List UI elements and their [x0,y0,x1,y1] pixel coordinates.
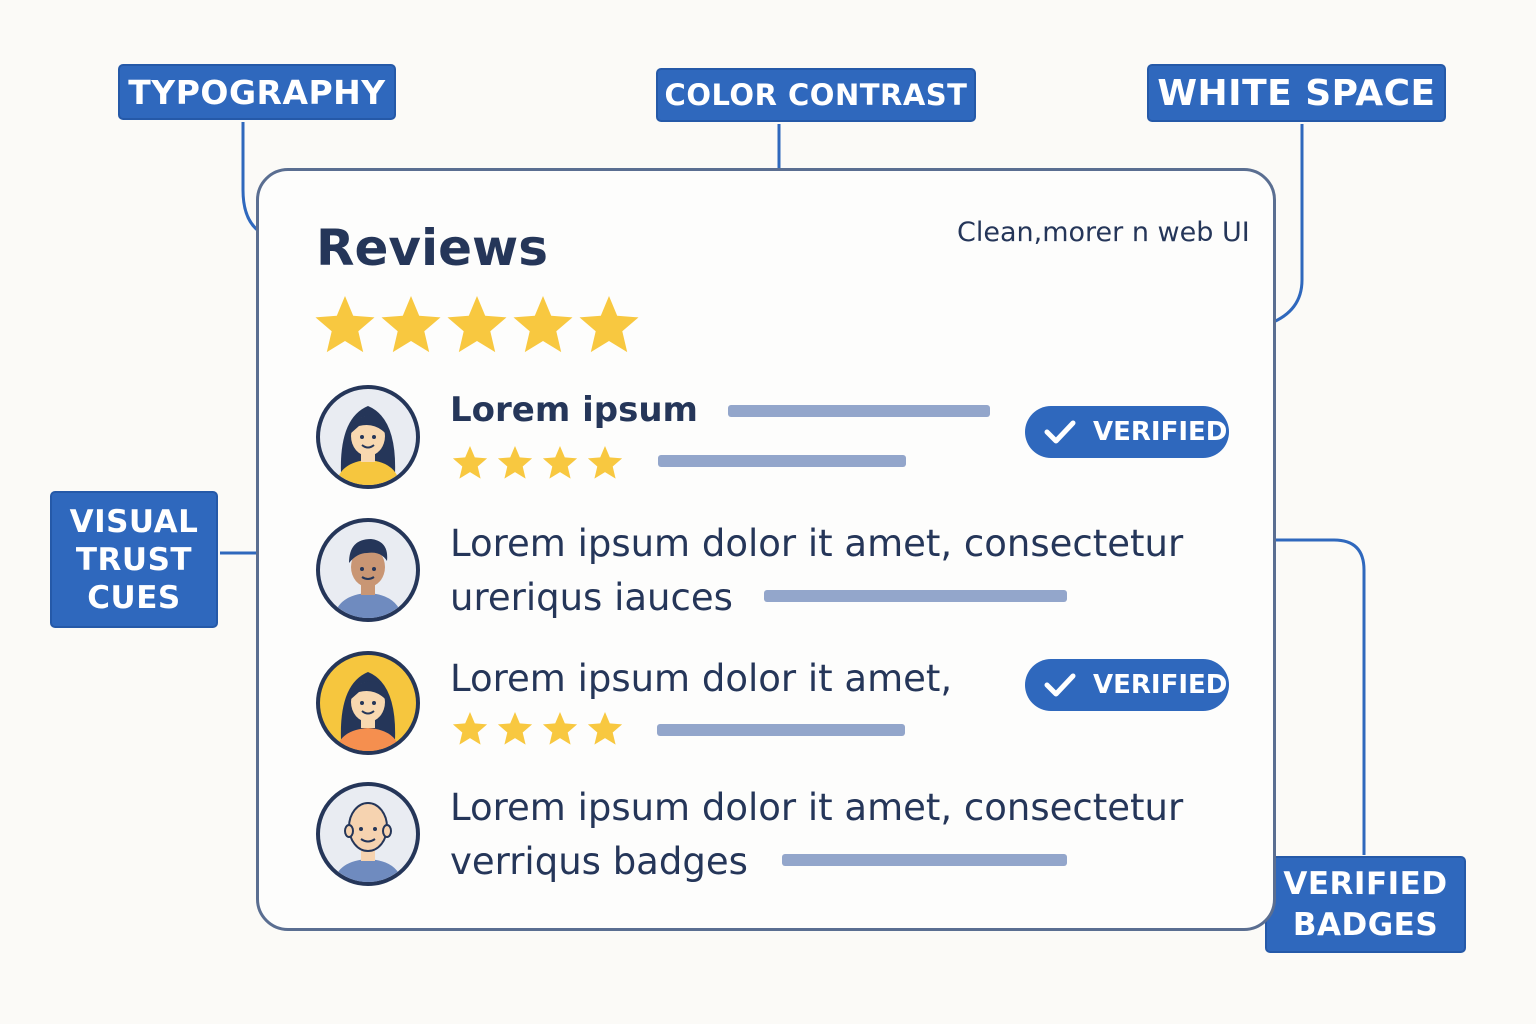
typography-callout: TYPOGRAPHY [118,64,396,120]
reviews-card [256,168,1276,931]
visual-trust-cues-line-1: VISUAL [69,503,199,540]
review-rating-star-2 [497,712,533,745]
card-tagline: Clean,morer n web UI [957,217,1250,248]
review-rating-star-3 [542,712,578,745]
review-rating-star-4 [587,446,623,479]
reviews-title: Reviews [316,219,549,277]
review-4-text-line-1: Lorem ipsum dolor it amet, consectetur [450,786,1184,829]
review-2-text-line-1: Lorem ipsum dolor it amet, consectetur [450,522,1184,565]
white-space-label: WHITE SPACE [1157,72,1436,114]
header-star-5 [579,296,639,353]
verified-badges-callout: VERIFIED BADGES [1265,856,1466,953]
review-2-placeholder-bar [764,590,1067,602]
header-star-1 [315,296,375,353]
verified-badge-label: VERIFIED [1093,670,1228,700]
review-1-placeholder-bar [728,405,990,417]
review-2-text-line-2: ureriqus iauces [450,576,733,619]
typography-label: TYPOGRAPHY [128,72,386,112]
color-contrast-label: COLOR CONTRAST [664,78,968,112]
review-rating-star-1 [452,446,488,479]
verified-badges-line-2: BADGES [1292,906,1439,943]
review-3-placeholder-bar [657,724,905,736]
review-3-text: Lorem ipsum dolor it amet, [450,657,953,700]
review-rating-star-4 [587,712,623,745]
checkmark-icon [1044,673,1076,697]
review-4-placeholder-bar [782,854,1067,866]
header-star-rating [315,296,639,353]
verified-badge: VERIFIED [1025,659,1229,711]
woman-avatar-icon [316,385,420,489]
review-4-text-line-2: verriqus badges [450,840,748,883]
verified-badges-line-1: VERIFIED [1283,865,1448,902]
header-star-2 [381,296,441,353]
verified-badge: VERIFIED [1025,406,1229,458]
visual-trust-cues-line-3: CUES [87,579,181,616]
review-3-star-rating [452,712,623,745]
header-star-3 [447,296,507,353]
review-rating-star-2 [497,446,533,479]
verified-badge-label: VERIFIED [1093,417,1228,447]
white-space-callout: WHITE SPACE [1147,64,1446,122]
color-contrast-callout: COLOR CONTRAST [656,68,976,122]
review-rating-star-1 [452,712,488,745]
checkmark-icon [1044,420,1076,444]
woman-avatar-icon [316,651,420,755]
visual-trust-cues-callout: VISUAL TRUST CUES [50,491,218,628]
header-star-4 [513,296,573,353]
man-avatar-icon [316,518,420,622]
review-1-star-rating [452,446,623,479]
review-1-name: Lorem ipsum [450,390,698,430]
review-rating-star-3 [542,446,578,479]
review-1-placeholder-bar-2 [658,455,906,467]
bald-man-avatar-icon [316,782,420,886]
visual-trust-cues-line-2: TRUST [75,541,193,578]
